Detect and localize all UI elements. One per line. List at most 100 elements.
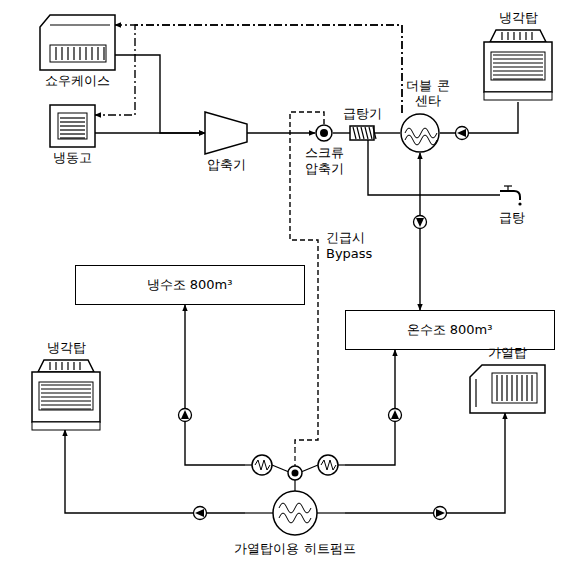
cooling-tower-icon [79,362,80,370]
water-heater-symbol [350,126,376,140]
cooling-tower-icon [531,32,532,40]
screw-compressor-symbol [320,129,328,137]
cooling-tower-icon [501,32,502,40]
cooling-tower-icon [32,422,100,430]
heat-pump-symbol [338,464,345,465]
heating-tower-icon [470,365,545,413]
pump-symbol [181,410,189,419]
pump-symbol [434,507,447,520]
cooling-tower-icon [484,92,552,100]
cooling-tower-icon [41,404,91,405]
freezer-icon [50,105,95,147]
cooling-tower-icon [525,32,526,40]
screw-compressor-symbol [316,125,332,141]
heat-pump-symbol [252,455,272,475]
equipment-node: 냉각탑 [482,30,554,102]
heating-tower-icon [521,375,522,401]
pump-symbol [194,507,207,520]
pipe-line [247,132,315,133]
equipment-node: 급탕기 [350,126,374,140]
cooling-tower-icon [41,388,91,389]
heating-tower-icon [475,379,476,407]
pump-symbol [195,509,204,517]
pipe-line [65,430,245,513]
water-heater-symbol [365,127,368,139]
cooling-tower-icon [38,360,94,372]
condenser-symbol [401,114,439,152]
heat-pump-symbol [318,455,338,475]
equipment-label: 압축기 [207,157,246,173]
cooling-tower-icon [493,62,543,63]
cooling-tower-icon [493,54,543,55]
water-heater-symbol [357,127,360,139]
equipment-label: 냉각탑 [47,340,86,356]
equipment-label: 냉동고 [53,150,92,166]
pump-symbol [179,409,192,422]
equipment-node: 냉동고 [50,105,95,147]
compressor-symbol [205,112,247,154]
pipe-line [345,413,505,513]
showcase-icon [50,45,106,62]
pump-symbol [179,409,192,422]
tank-box: 냉수조 800m³ [75,265,305,305]
faucet-icon [504,185,512,186]
cooling-tower-icon [30,360,102,430]
freezer-icon [50,105,95,147]
water-heater-symbol [350,126,374,140]
heat-pump-symbol [294,448,295,466]
showcase-icon [40,15,115,70]
pipe-line [345,350,395,465]
heat-pump-symbol [245,448,345,535]
equipment-node: 냉각탑 [30,360,102,430]
showcase-icon [50,24,110,25]
heat-pump-symbol [294,480,295,491]
faucet-icon [518,202,521,205]
heat-pump-symbol [279,513,311,523]
cooling-tower-icon [32,360,100,430]
equipment-node: 스크류 압축기 [315,124,333,142]
showcase-icon [97,47,98,60]
pump-symbol [414,216,427,229]
tank-box: 온수조 800m³ [345,310,555,350]
pump-symbol [194,507,207,520]
cooling-tower-icon [493,66,543,67]
pump-symbol [456,127,469,140]
showcase-icon [103,47,104,60]
equipment-label: 쇼우케이스 [45,73,110,89]
edge-label: 긴급시 Bypass [326,230,388,263]
equipment-node: 가열탑이용 히트펌프 [245,448,345,538]
water-heater-symbol [369,127,372,139]
compressor-symbol [205,112,247,154]
condenser-symbol [405,128,437,138]
pipe-line [440,102,518,133]
showcase-icon [79,47,80,60]
heating-tower-icon [531,375,532,401]
heat-pump-symbol [245,448,345,538]
cooling-tower-icon [49,362,50,370]
equipment-label: 급탕기 [343,106,382,122]
freezer-icon [60,137,85,138]
freezer-icon [60,129,85,130]
pipe-line [368,140,500,195]
screw-compressor-symbol [316,125,332,141]
heat-pump-symbol [317,512,345,513]
water-heater-symbol [361,127,364,139]
cooling-tower-icon [482,30,554,102]
heat-pump-symbol [255,460,270,470]
pipe-line [419,153,420,310]
cooling-tower-icon [39,382,93,410]
faucet-icon [500,186,522,206]
equipment-node: 더블 콘센타 [400,113,440,153]
freezer-icon [60,125,85,126]
pipe-line [115,55,205,133]
compressor-symbol [205,112,247,154]
pipe-line [374,132,400,133]
pump-symbol [457,129,466,137]
equipment-label: 가열탑이용 히트펌프 [234,541,355,557]
heating-tower-icon [470,365,545,413]
cooling-tower-icon [484,42,552,92]
heat-pump-symbol [288,466,302,480]
freezer-icon [50,105,95,147]
showcase-icon [40,15,115,70]
heat-pump-symbol [245,512,273,513]
